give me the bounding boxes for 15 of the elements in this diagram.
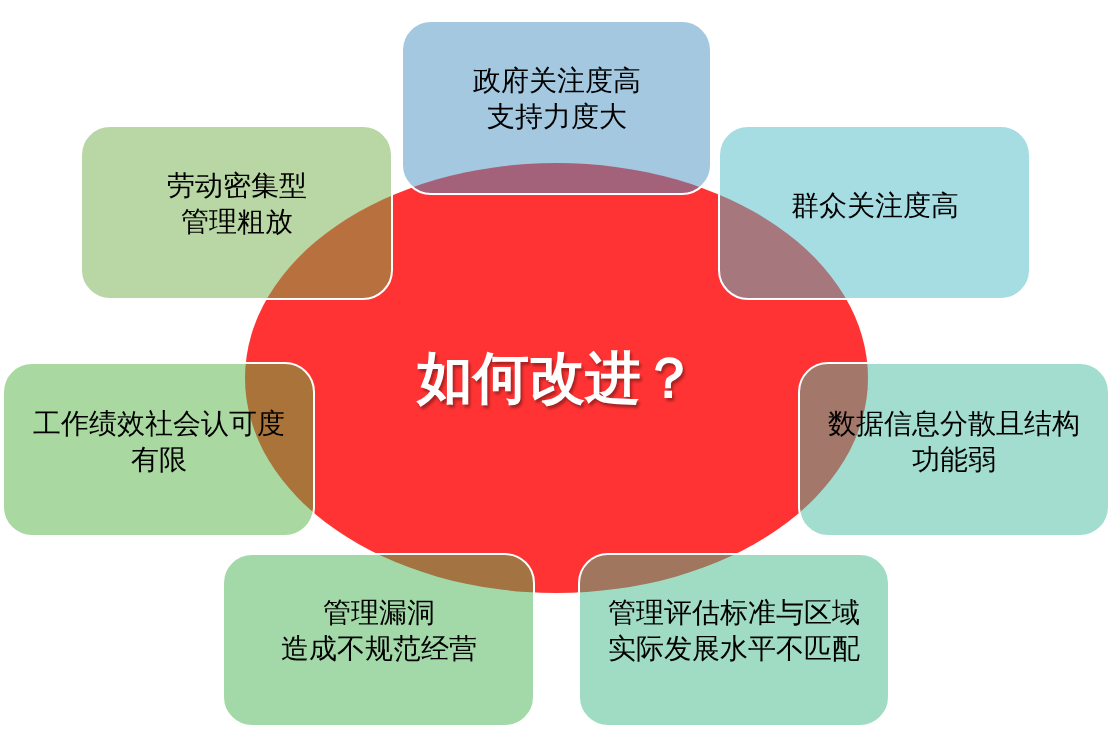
topic-text: 数据信息分散且结构功能弱 (828, 405, 1080, 478)
topic-text: 管理漏洞造成不规范经营 (280, 595, 477, 667)
topic-text: 工作绩效社会认可度有限 (32, 405, 285, 478)
rounded-box (718, 125, 1031, 300)
rounded-box (222, 553, 535, 727)
rounded-box (80, 125, 393, 300)
rounded-box (578, 553, 890, 727)
question-heading: 如何改进？ (416, 346, 697, 410)
topic-text: 劳动密集型管理粗放 (166, 167, 307, 240)
topic-text: 政府关注度高支持力度大 (472, 62, 641, 135)
topic-text: 群众关注度高 (790, 187, 959, 224)
topic-text: 管理评估标准与区域实际发展水平不匹配 (608, 595, 860, 667)
rounded-box (401, 20, 712, 195)
rounded-box (798, 362, 1110, 537)
rounded-box (2, 362, 315, 537)
